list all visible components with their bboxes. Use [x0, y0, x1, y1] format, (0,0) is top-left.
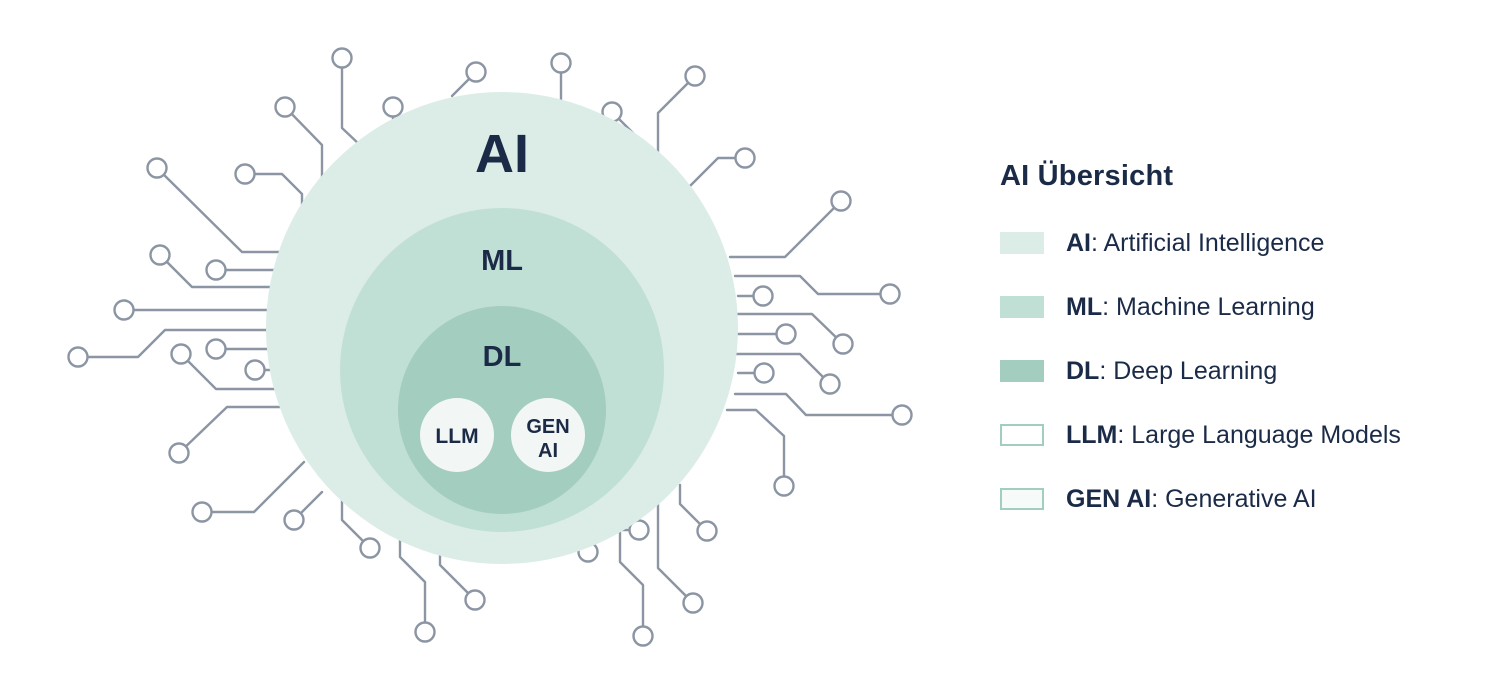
circuit-trace [733, 392, 904, 417]
circuit-node [628, 519, 650, 541]
circuit-node [550, 52, 572, 74]
circuit-node [696, 520, 718, 542]
circuit-node [205, 338, 227, 360]
circuit-node [168, 442, 190, 464]
circuit-node [149, 244, 171, 266]
circuit-node [331, 47, 353, 69]
legend-item-genai: GEN AI: Generative AI [1000, 483, 1480, 515]
legend-swatch-genai [1000, 488, 1044, 510]
circuit-node [879, 283, 901, 305]
legend-title: AI Übersicht [1000, 160, 1174, 192]
circuit-node [146, 157, 168, 179]
ai-ring-label: AI [475, 124, 529, 184]
legend-swatch-llm [1000, 424, 1044, 446]
llm-bubble-label: LLM [435, 425, 478, 448]
circuit-node [283, 509, 305, 531]
circuit-node [819, 373, 841, 395]
circuit-node [113, 299, 135, 321]
circuit-node [752, 285, 774, 307]
circuit-trace [656, 498, 695, 605]
circuit-node [734, 147, 756, 169]
circuit-node [775, 323, 797, 345]
legend-label: GEN AI: Generative AI [1066, 484, 1317, 513]
legend-item-ai: AI: Artificial Intelligence [1000, 227, 1480, 259]
circuit-node [773, 475, 795, 497]
circuit-node [465, 61, 487, 83]
legend-label: DL: Deep Learning [1066, 356, 1278, 385]
circuit-trace [340, 493, 372, 550]
circuit-trace [678, 483, 709, 533]
circuit-node [191, 501, 213, 523]
circuit-trace [733, 312, 845, 346]
circuit-node [832, 333, 854, 355]
circuit-node [359, 537, 381, 559]
circuit-trace [618, 528, 645, 638]
circuit-node [414, 621, 436, 643]
circuit-node [682, 592, 704, 614]
circuit-trace [725, 408, 786, 488]
circuit-node [753, 362, 775, 384]
circuit-node [684, 65, 706, 87]
legend-label: LLM: Large Language Models [1066, 420, 1401, 449]
circuit-trace [656, 74, 697, 172]
genai-bubble [511, 398, 585, 472]
circuit-trace [155, 166, 292, 254]
circuit-trace [398, 528, 427, 634]
legend-swatch-dl [1000, 360, 1044, 382]
ml-ring-label: ML [481, 245, 523, 277]
circuit-node [274, 96, 296, 118]
circuit-trace [728, 199, 843, 259]
circuit-node [244, 359, 266, 381]
circuit-traces [67, 47, 913, 647]
circuit-trace [179, 352, 280, 391]
circuit-node [234, 163, 256, 185]
circuit-node [382, 96, 404, 118]
legend-swatch-ml [1000, 296, 1044, 318]
circuit-node [632, 625, 654, 647]
legend-swatch-ai [1000, 232, 1044, 254]
circuit-trace [733, 352, 832, 386]
circuit-trace [76, 328, 272, 359]
circuit-node [170, 343, 192, 365]
circuit-node [891, 404, 913, 426]
circuit-trace [158, 253, 274, 289]
dl-ring-label: DL [483, 341, 522, 373]
legend: AI Übersicht AI: Artificial Intelligence… [1000, 160, 1480, 547]
circuit-trace [243, 172, 304, 222]
circuit-node [830, 190, 852, 212]
genai-bubble-label-line2: AI [538, 440, 558, 462]
circuit-node [205, 259, 227, 281]
llm-bubble [420, 398, 494, 472]
legend-item-llm: LLM: Large Language Models [1000, 419, 1480, 451]
circuit-trace [733, 274, 892, 296]
circuit-trace [340, 56, 362, 147]
circuit-node [67, 346, 89, 368]
circuit-trace [283, 105, 324, 184]
circuit-node [464, 589, 486, 611]
genai-bubble-label-line1: GEN [526, 416, 569, 438]
circuit-trace [177, 405, 287, 455]
legend-label: AI: Artificial Intelligence [1066, 228, 1325, 257]
legend-item-dl: DL: Deep Learning [1000, 355, 1480, 387]
circuit-trace [200, 460, 306, 514]
legend-label: ML: Machine Learning [1066, 292, 1315, 321]
legend-item-ml: ML: Machine Learning [1000, 291, 1480, 323]
